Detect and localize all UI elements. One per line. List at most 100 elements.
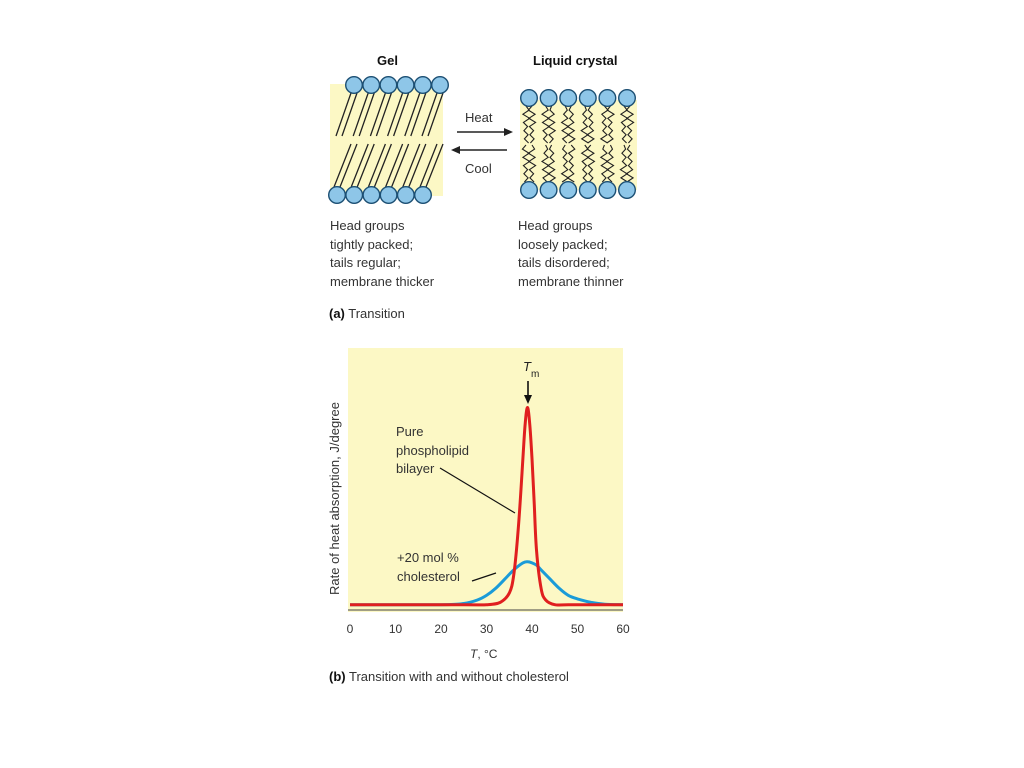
cool-arrow	[451, 146, 507, 154]
cool-label: Cool	[465, 161, 492, 176]
gel-head-top	[362, 76, 381, 94]
gel-tail	[341, 92, 358, 137]
liquid-crystal-bilayer	[519, 88, 637, 199]
lc-tail	[599, 105, 609, 144]
lc-head-top	[578, 88, 597, 108]
tm-subscript: m	[531, 369, 539, 380]
gel-tail	[356, 143, 375, 188]
gel-head-top	[413, 76, 432, 94]
liquid-crystal-tails	[521, 105, 635, 183]
lc-head-top	[519, 88, 539, 108]
caption-b: (b) Transition with and without choleste…	[329, 669, 569, 684]
lc-head-bottom	[617, 180, 636, 199]
caption-b-letter: (b)	[329, 669, 346, 684]
x-tick-label: 40	[525, 622, 539, 636]
x-tick-label: 0	[347, 622, 354, 636]
gel-head-bottom	[345, 185, 364, 204]
x-axis-label-var: T	[470, 647, 478, 661]
lc-tail	[521, 144, 531, 183]
lc-tail	[599, 144, 610, 183]
gel-tail	[408, 143, 427, 188]
lc-tail	[527, 144, 537, 183]
gel-tail	[333, 143, 352, 188]
lc-head-top	[598, 88, 617, 108]
lc-tail	[521, 105, 531, 144]
pure-leader-line	[439, 467, 516, 514]
caption-a-text: Transition	[344, 306, 405, 321]
lc-tail	[560, 105, 570, 144]
lc-tail	[580, 144, 590, 183]
gel-head-bottom	[396, 185, 415, 204]
lc-tail	[540, 105, 551, 144]
x-axis-label: T, °C	[470, 647, 497, 661]
gel-tail	[427, 92, 444, 137]
y-axis-label: Rate of heat absorption, J/degree	[327, 402, 342, 595]
lc-tail	[540, 144, 551, 183]
lc-head-top	[539, 88, 558, 108]
lc-tail	[546, 144, 557, 183]
heat-arrow	[457, 128, 513, 136]
gel-tail	[390, 143, 410, 188]
chart-background	[348, 348, 623, 612]
gel-head-bottom	[379, 185, 398, 204]
gel-tail	[386, 92, 404, 137]
lc-tail	[580, 105, 589, 144]
gel-tail	[404, 92, 421, 137]
lc-tail	[527, 105, 537, 144]
liquid-crystal-head-groups	[519, 88, 636, 199]
gel-tail	[369, 92, 387, 137]
caption-b-text: Transition with and without cholesterol	[345, 669, 569, 684]
gel-tail	[358, 92, 375, 137]
lc-tail	[546, 105, 557, 144]
tm-label: T	[523, 359, 532, 374]
gel-title: Gel	[377, 53, 398, 68]
gel-tail	[425, 143, 444, 188]
heat-label: Heat	[465, 110, 493, 125]
lc-head-bottom	[539, 180, 558, 199]
liquid-crystal-title: Liquid crystal	[533, 53, 618, 68]
lc-tail	[560, 144, 570, 183]
gel-head-bottom	[327, 185, 347, 204]
gel-tail	[339, 143, 358, 188]
gel-tail	[350, 143, 369, 188]
gel-head-top	[379, 76, 398, 94]
caption-a-letter: (a)	[329, 306, 345, 321]
gel-head-top	[431, 76, 449, 94]
series-pure-curve	[350, 406, 623, 607]
lc-tail	[566, 105, 576, 144]
x-axis-label-unit: , °C	[477, 647, 498, 661]
gel-bilayer	[327, 76, 449, 204]
series-cholesterol-curve	[349, 560, 624, 607]
gel-tail	[384, 143, 404, 188]
gel-tail	[402, 143, 421, 188]
liquid-crystal-description: Head groups loosely packed; tails disord…	[518, 218, 624, 289]
lc-head-top	[559, 88, 578, 108]
gel-description: Head groups tightly packed; tails regula…	[330, 218, 435, 289]
x-tick-label: 10	[389, 622, 403, 636]
lc-head-top	[617, 88, 636, 108]
lc-tail	[566, 144, 576, 183]
gel-tail	[373, 143, 393, 188]
x-tick-label: 50	[571, 622, 585, 636]
gel-tail	[419, 143, 438, 188]
lc-tail	[619, 105, 629, 144]
pure-phospholipid-label: Pure phospholipid bilayer	[396, 424, 470, 476]
gel-tail	[375, 92, 393, 137]
gel-head-top	[396, 76, 415, 94]
x-tick-label: 20	[434, 622, 448, 636]
gel-tail	[421, 92, 438, 137]
gel-head-bottom	[413, 185, 432, 204]
lc-tail	[586, 144, 596, 183]
gel-head-bottom	[362, 185, 381, 204]
gel-head-top	[345, 76, 363, 94]
gel-tail	[367, 143, 387, 188]
tm-arrowhead	[524, 395, 532, 404]
gel-tail	[335, 92, 352, 137]
lc-head-bottom	[598, 180, 617, 199]
gel-tail	[410, 92, 427, 137]
x-tick-label: 60	[616, 622, 630, 636]
lc-tail	[625, 105, 635, 144]
lc-tail	[586, 105, 595, 144]
